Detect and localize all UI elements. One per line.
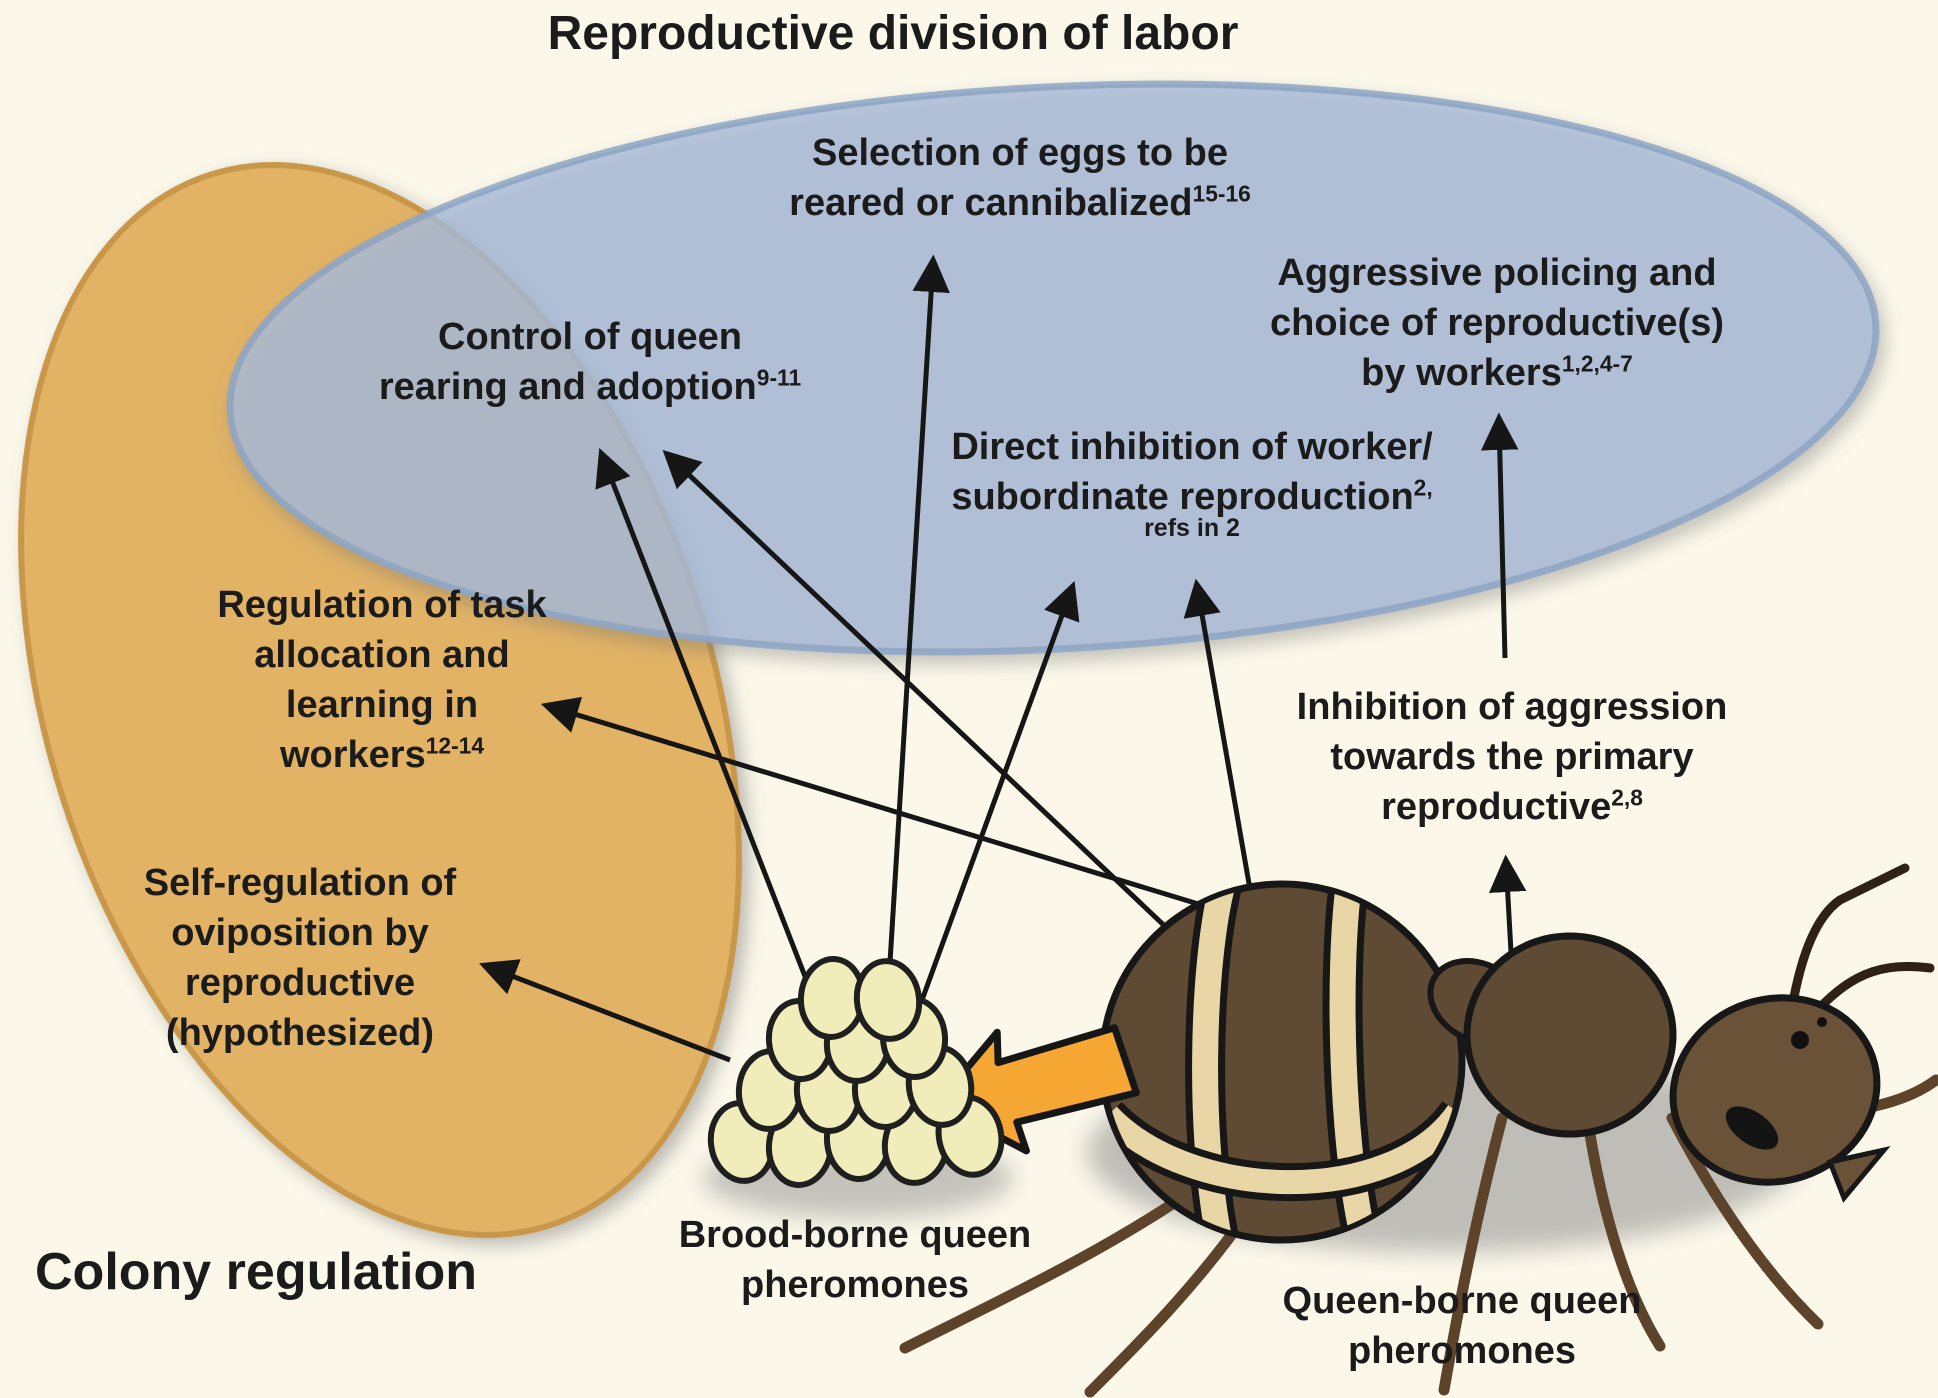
node-direct-inhibition: Direct inhibition of worker/ subordinate… [951, 422, 1432, 541]
ant-head-spot [1817, 1017, 1827, 1027]
node-line: (hypothesized) [165, 1012, 435, 1055]
arrow-ant-to-direct-inhibition [1183, 578, 1261, 936]
reproductive-division-region [226, 80, 1880, 656]
node-line: Direct inhibition of worker/ [951, 426, 1433, 468]
ant-mouth-mark [1725, 1106, 1779, 1150]
arrow-inhibition-to-policing [1481, 412, 1519, 659]
node-aggressive-policing: Aggressive policing and choice of reprod… [1270, 248, 1724, 398]
ant-legs [899, 1074, 1938, 1398]
arrow-eggs-to-self-regulation [479, 959, 731, 1063]
node-line: learning in [285, 684, 479, 727]
node-line: Brood-borne queen [678, 1214, 1032, 1256]
queen-ant-illustration [899, 863, 1938, 1398]
node-line: Selection of eggs to be [812, 132, 1228, 174]
egg-pile-illustration [707, 956, 1005, 1188]
node-line: subordinate reproduction2, [951, 474, 1433, 519]
node-line: rearing and adoption9-11 [378, 364, 802, 409]
ant-thorax [1463, 932, 1677, 1138]
node-line: choice of reproductive(s) [1270, 302, 1724, 345]
node-line: Self-regulation of [143, 862, 457, 904]
node-line: oviposition by [171, 912, 429, 955]
node-line: reared or cannibalized15-16 [789, 180, 1251, 225]
node-line: workers12-14 [279, 732, 485, 777]
arrow-eggs-to-selection [885, 254, 950, 996]
node-line: Inhibition of aggression [1296, 686, 1728, 728]
ant-eye [1791, 1031, 1809, 1049]
node-self-regulation: Self-regulation of oviposition by reprod… [144, 858, 456, 1059]
node-line: towards the primary [1330, 736, 1694, 779]
node-line: pheromones [1347, 1330, 1577, 1373]
node-line: reproductive2,8 [1381, 784, 1643, 829]
node-refs-note: refs in 2 [1144, 514, 1240, 543]
node-inhibition-of-aggression: Inhibition of aggression towards the pri… [1297, 682, 1728, 832]
region-ellipses [18, 80, 1880, 1238]
node-line: Regulation of task [217, 584, 547, 626]
arrow-ant-to-task-allocation [540, 696, 1301, 938]
label-brood-borne-pheromones: Brood-borne queen pheromones [679, 1210, 1032, 1310]
diagram-title: Reproductive division of labor [547, 7, 1239, 60]
label-colony-regulation: Colony regulation [35, 1243, 477, 1301]
node-line: Aggressive policing and [1277, 252, 1717, 294]
node-line: pheromones [740, 1264, 970, 1307]
node-selection-of-eggs: Selection of eggs to be reared or cannib… [789, 128, 1251, 228]
arrow-eggs-to-queen-rearing [595, 448, 818, 1003]
node-control-queen-rearing: Control of queen rearing and adoption9-1… [379, 312, 801, 412]
label-queen-borne-pheromones: Queen-borne queen pheromones [1283, 1276, 1642, 1376]
node-line: Control of queen [438, 316, 742, 358]
ant-mandible [1826, 1145, 1891, 1203]
ant-head [1669, 994, 1881, 1186]
node-line: allocation and [254, 634, 510, 677]
node-line: Queen-borne queen [1282, 1280, 1642, 1322]
node-line: by workers1,2,4-7 [1361, 350, 1633, 395]
node-task-allocation: Regulation of task allocation and learni… [217, 580, 546, 781]
node-line: reproductive [184, 962, 416, 1005]
arrow-ant-to-queen-rearing [662, 449, 1192, 952]
arrow-eggs-to-direct-inhibition [919, 580, 1080, 1001]
ant-gaster-stripes [1094, 869, 1474, 1256]
